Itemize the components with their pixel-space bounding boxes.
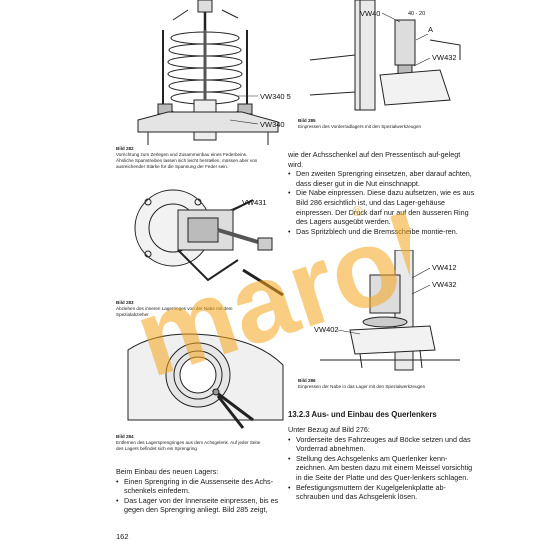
paragraph: Unter Bezug auf Bild 276: [288,425,370,434]
bullet-list: Vorderseite des Fahrzeuges auf Böcke set… [288,435,476,502]
page-number: 162 [116,532,129,541]
callout-a: A [428,25,433,34]
caption-bild-285: Bild 285 Einpressen des Vorderradlagers … [298,118,478,130]
caption-number: Bild 283 [116,300,134,305]
section-text: Unter Bezug auf Bild 276: Vorderseite de… [288,425,476,502]
list-item: Die Nabe einpressen. Diese dazu aufsetze… [288,188,476,226]
callout-vw412: VW412 [432,263,457,272]
figure-bild-286: VW412 VW432 VW402 [300,250,475,375]
caption-line: Vorrichtung zum Zerlegen und Zusammenbau… [116,152,248,157]
caption-line: Entfernen des Lagersprengringes aus dem … [116,440,261,445]
callout-vw40: VW40 [360,9,380,18]
bullet-list: Den zweiten Sprengring einsetzen, aber d… [288,169,476,236]
paragraph: Beim Einbau des neuen Lagers: [116,467,219,476]
list-item: Befestigungsmuttern der Kugelgelenkplatt… [288,483,476,502]
caption-bild-283: Bild 283 Abziehen des inneren Lagerringe… [116,300,294,318]
section-heading: 13.2.3 Aus- und Einbau des Querlenkers [288,410,437,419]
caption-line: Ähnliche Spanntreiben lassen sich leicht… [116,158,258,163]
figure-bild-284 [118,330,293,430]
caption-bild-286: Bild 286 Einpressen der Nabe in das Lage… [298,378,478,390]
list-item: Vorderseite des Fahrzeuges auf Böcke set… [288,435,476,454]
callout-vw432: VW432 [432,53,457,62]
caption-line: Abziehen des inneren Lagerringes von der… [116,306,233,311]
callout-vw340: VW340 [260,120,285,129]
list-item: Den zweiten Sprengring einsetzen, aber d… [288,169,476,188]
caption-number: Bild 284 [116,434,134,439]
caption-line: des Lagers befindet sich ein Sprengring [116,446,197,451]
spring-compressor-drawing: VW340 5 VW340 [137,0,291,145]
list-item: Das Spritzblech und die Bremsscheibe mon… [288,227,476,237]
caption-number: Bild 285 [298,118,316,123]
circlip-removal-drawing [127,333,284,429]
book-page: VW340 5 VW340 Bild 282 Vorrichtung zum Z… [104,0,484,550]
callout-vw431: VW431 [242,198,267,207]
bullet-list: Einen Sprengring in die Aussenseite des … [116,477,298,515]
caption-line: Spezialabzieher [116,312,149,317]
hub-press-drawing: VW412 VW432 VW402 [314,250,460,371]
bearing-press-drawing: VW40 40 - 20 A VW432 [309,0,461,111]
caption-number: Bild 282 [116,146,134,151]
figure-bild-285: VW40 40 - 20 A VW432 [300,0,475,115]
figure-bild-283: VW431 [118,180,293,300]
caption-line: Einpressen der Nabe in das Lager mit den… [298,384,426,389]
list-item: Stellung des Achsgelenks am Querlenker k… [288,454,476,483]
callout-vw432: VW432 [432,280,457,289]
left-column-text: Beim Einbau des neuen Lagers: Einen Spre… [116,467,298,515]
bearing-puller-drawing: VW431 [134,189,284,297]
callout-40-20: 40 - 20 [408,11,425,17]
figure-bild-282: VW340 5 VW340 [118,0,293,145]
list-item: Das Lager von der Innenseite einpressen,… [116,496,298,515]
caption-line: ausreichender Stärke für die Spannung de… [116,164,229,169]
callout-vw402: VW402 [314,325,339,334]
list-item: Einen Sprengring in die Aussenseite des … [116,477,298,496]
caption-line: Einpressen des Vorderradlagers mit den S… [298,124,422,129]
caption-bild-282: Bild 282 Vorrichtung zum Zerlegen und Zu… [116,146,294,170]
caption-bild-284: Bild 284 Entfernen des Lagersprengringes… [116,434,306,452]
right-column-text: wie der Achsschenkel auf den Pressentisc… [288,150,476,236]
callout-vw340-5: VW340 5 [260,92,291,101]
paragraph: wie der Achsschenkel auf den Pressentisc… [288,150,461,169]
caption-number: Bild 286 [298,378,316,383]
